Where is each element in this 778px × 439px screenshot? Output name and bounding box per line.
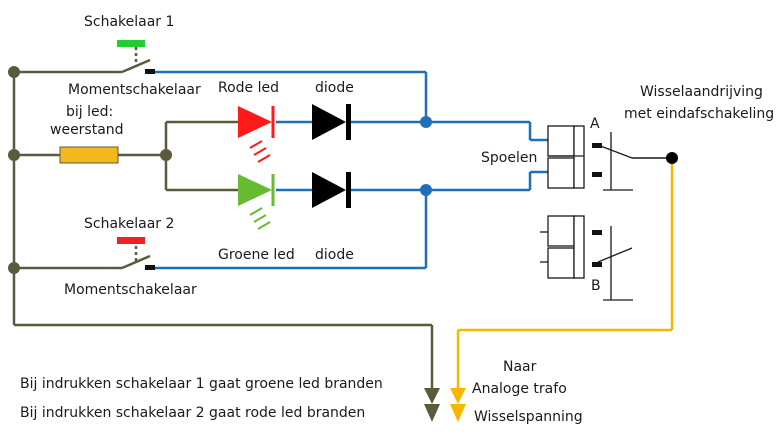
switch2-contact [145, 265, 155, 270]
resistor-label-line1: bij led: [66, 104, 113, 120]
yellow-wiring [456, 164, 674, 398]
switch1-button [117, 40, 145, 47]
diode-bottom-label: diode [315, 247, 354, 263]
diode-top [312, 104, 351, 140]
coils-bottom [540, 215, 585, 279]
drive-output-node [666, 152, 678, 164]
destination-label-line1: Naar [503, 359, 537, 375]
drive-label-line1: Wisselaandrijving [640, 84, 763, 100]
contact-b-top [592, 230, 602, 235]
contact-a-bottom [592, 172, 602, 177]
output-arrow-olive [424, 388, 440, 422]
blue-nodes [420, 116, 432, 196]
red-led-label: Rode led [218, 80, 279, 96]
diode-top-label: diode [315, 80, 354, 96]
drive-label-line2: met eindafschakeling [624, 106, 774, 122]
green-led-label: Groene led [218, 247, 295, 263]
switch1-title: Schakelaar 1 [84, 14, 174, 30]
resistor [59, 146, 119, 164]
switch2-title: Schakelaar 2 [84, 216, 174, 232]
destination-label-line2: Analoge trafo [472, 381, 567, 397]
drive-top-frame [597, 132, 633, 191]
note-2: Bij indrukken schakelaar 2 gaat rode led… [20, 405, 365, 421]
switch1-type: Momentschakelaar [68, 82, 201, 98]
red-led [238, 106, 275, 163]
contact-b-label: B [591, 278, 601, 294]
contact-b-bottom [592, 262, 602, 267]
switch1-contact [145, 69, 155, 74]
diode-bottom [312, 172, 351, 208]
destination-label-line3: Wisselspanning [474, 409, 583, 425]
olive-wiring [12, 47, 434, 398]
switch2-button [117, 237, 145, 244]
coils-label: Spoelen [481, 150, 537, 166]
output-arrow-yellow [450, 388, 466, 422]
resistor-label-line2: weerstand [50, 122, 124, 138]
drive-bottom-frame [597, 226, 633, 301]
switch2-type: Momentschakelaar [64, 282, 197, 298]
coils-top [547, 125, 585, 189]
note-1: Bij indrukken schakelaar 1 gaat groene l… [20, 376, 383, 392]
blue-wiring [155, 70, 548, 270]
contact-a-label: A [590, 116, 600, 132]
olive-nodes [8, 66, 172, 274]
green-led [238, 174, 275, 230]
contact-a-top [592, 143, 602, 148]
